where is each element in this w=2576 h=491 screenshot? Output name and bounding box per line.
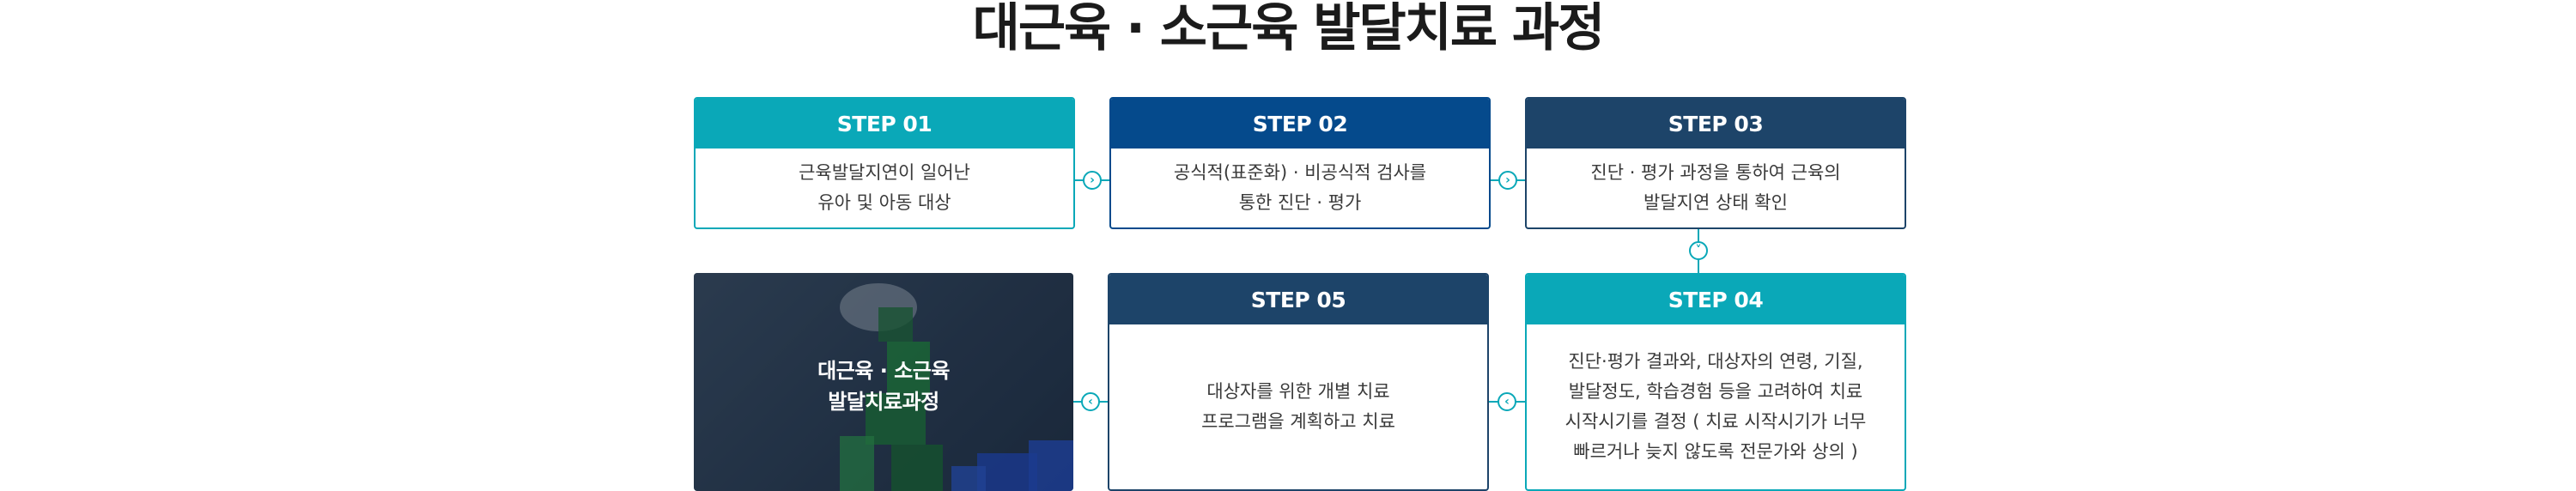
step-04-description: 진단·평가 결과와, 대상자의 연령, 기질, 발달정도, 학습경험 등을 고려… (1527, 324, 1905, 489)
step-01-label: STEP 01 (696, 99, 1073, 149)
step-04-card: STEP 04 진단·평가 결과와, 대상자의 연령, 기질, 발달정도, 학습… (1525, 273, 1906, 491)
arrow-down-icon: ˅ (1689, 241, 1708, 260)
step-03-line-1: 진단 · 평가 과정을 통하여 근육의 (1590, 162, 1841, 183)
step-05-card: STEP 05 대상자를 위한 개별 치료 프로그램을 계획하고 치료 (1108, 273, 1489, 491)
step-03-line-2: 발달지연 상태 확인 (1643, 192, 1788, 213)
step-03-card: STEP 03 진단 · 평가 과정을 통하여 근육의 발달지연 상태 확인 (1525, 97, 1906, 229)
step-04-line-3: 시작시기를 결정 ( 치료 시작시기가 너무 (1564, 411, 1867, 432)
step-04-line-1: 진단·평가 결과와, 대상자의 연령, 기질, (1568, 351, 1863, 372)
step-05-label: STEP 05 (1109, 275, 1487, 324)
step-05-description: 대상자를 위한 개별 치료 프로그램을 계획하고 치료 (1109, 324, 1487, 489)
toy-blocks-image (840, 283, 1073, 491)
therapy-photo: 대근육 · 소근육 발달치료과정 (694, 273, 1073, 491)
step-03-label: STEP 03 (1527, 99, 1905, 149)
step-01-line-1: 근육발달지연이 일어난 (799, 162, 970, 183)
step-02-card: STEP 02 공식적(표준화) · 비공식적 검사를 통한 진단 · 평가 (1109, 97, 1491, 229)
step-05-line-2: 프로그램을 계획하고 치료 (1201, 411, 1395, 432)
step-05-line-1: 대상자를 위한 개별 치료 (1206, 381, 1390, 402)
step-03-description: 진단 · 평가 과정을 통하여 근육의 발달지연 상태 확인 (1527, 149, 1905, 227)
photo-caption: 대근육 · 소근육 발달치료과정 (694, 355, 1073, 417)
step-04-label: STEP 04 (1527, 275, 1905, 324)
step-02-line-1: 공식적(표준화) · 비공식적 검사를 (1173, 162, 1427, 183)
step-04-line-4: 빠르거나 늦지 않도록 전문가와 상의 ) (1573, 441, 1858, 462)
photo-overlay (694, 273, 1073, 491)
step-02-description: 공식적(표준화) · 비공식적 검사를 통한 진단 · 평가 (1111, 149, 1489, 227)
photo-caption-line-2: 발달치료과정 (828, 390, 939, 414)
step-02-label: STEP 02 (1111, 99, 1489, 149)
step-02-line-2: 통한 진단 · 평가 (1238, 192, 1362, 213)
photo-caption-line-1: 대근육 · 소근육 (817, 359, 950, 383)
arrow-right-icon: › (1083, 171, 1102, 190)
step-01-line-2: 유아 및 아동 대상 (817, 192, 951, 213)
arrow-right-icon: › (1498, 171, 1517, 190)
page-title: 대근육 · 소근육 발달치료 과정 (972, 0, 1606, 58)
arrow-left-icon: ‹ (1081, 392, 1100, 411)
arrow-left-icon: ‹ (1498, 392, 1516, 411)
step-04-line-2: 발달정도, 학습경험 등을 고려하여 치료 (1568, 381, 1863, 402)
step-01-card: STEP 01 근육발달지연이 일어난 유아 및 아동 대상 (694, 97, 1075, 229)
step-01-description: 근육발달지연이 일어난 유아 및 아동 대상 (696, 149, 1073, 227)
